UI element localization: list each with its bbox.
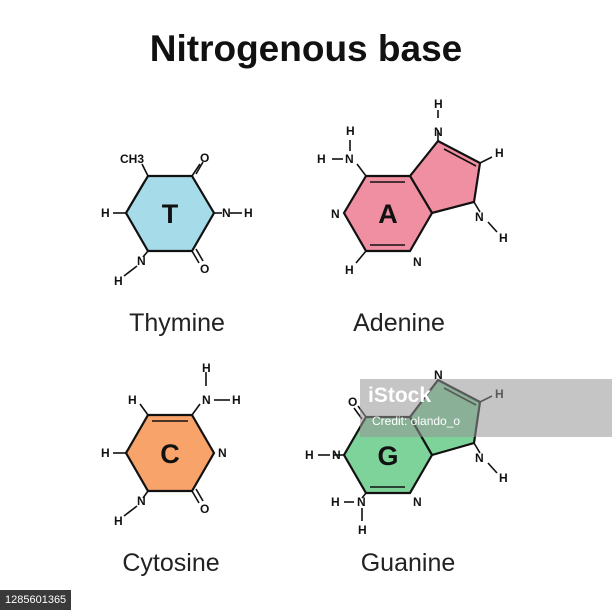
atom-label: H [358, 523, 367, 537]
atom-label: O [348, 395, 357, 409]
base-letter: A [378, 199, 398, 229]
atom-label: N [434, 368, 443, 382]
atom-label: H [101, 446, 110, 460]
atom-label: O [200, 151, 209, 165]
atom-label: H [499, 471, 508, 485]
atom-label: CH3 [120, 152, 144, 166]
atom-label: H [244, 206, 253, 220]
atom-label: N [345, 152, 354, 166]
atom-label: N [331, 207, 340, 221]
atom-label: H [434, 97, 443, 111]
adenine-ring-6 [342, 174, 434, 253]
thymine-structure: CH3 O H N H N H O T Thymine [101, 151, 253, 337]
base-letter: T [162, 199, 179, 229]
base-name: Thymine [129, 309, 225, 337]
atom-label: H [114, 274, 123, 288]
stock-id-badge: 1285601365 [0, 590, 72, 610]
atom-label: H [202, 361, 211, 375]
atom-label: N [332, 448, 341, 462]
atom-label: H [114, 514, 123, 528]
atom-label: N [413, 255, 422, 269]
atom-label: H [495, 146, 504, 160]
atom-label: H [101, 206, 110, 220]
atom-label: H [331, 495, 340, 509]
watermark-logo: iStock [368, 384, 432, 407]
atom-label: H [499, 231, 508, 245]
page-title: Nitrogenous base [149, 28, 463, 69]
atom-label: N [475, 210, 484, 224]
atom-label: H [345, 263, 354, 277]
atom-label: N [475, 451, 484, 465]
atom-label: N [137, 254, 146, 268]
atom-label: N [222, 206, 231, 220]
atom-label: H [305, 448, 314, 462]
base-name: Adenine [353, 309, 445, 337]
atom-label: N [434, 125, 443, 139]
atom-label: H [346, 124, 355, 138]
atom-label: H [317, 152, 326, 166]
atom-label: H [128, 393, 137, 407]
base-letter: C [160, 439, 180, 469]
atom-label: N [137, 494, 146, 508]
atom-label: H [232, 393, 241, 407]
atom-label: O [200, 262, 209, 276]
adenine-structure: H H N N H N H N H N H A Adenine [317, 97, 508, 337]
atom-label: N [202, 393, 211, 407]
watermark-credit: Credit: olando_o [372, 414, 461, 428]
base-name: Cytosine [122, 549, 219, 577]
atom-label: O [200, 502, 209, 516]
watermark-band [360, 379, 612, 437]
atom-label: N [357, 495, 366, 509]
atom-label: N [413, 495, 422, 509]
atom-label: N [218, 446, 227, 460]
cytosine-structure: H N H H H N N H O C Cytosine [101, 361, 241, 577]
base-name: Guanine [361, 549, 456, 577]
base-letter: G [377, 441, 398, 471]
